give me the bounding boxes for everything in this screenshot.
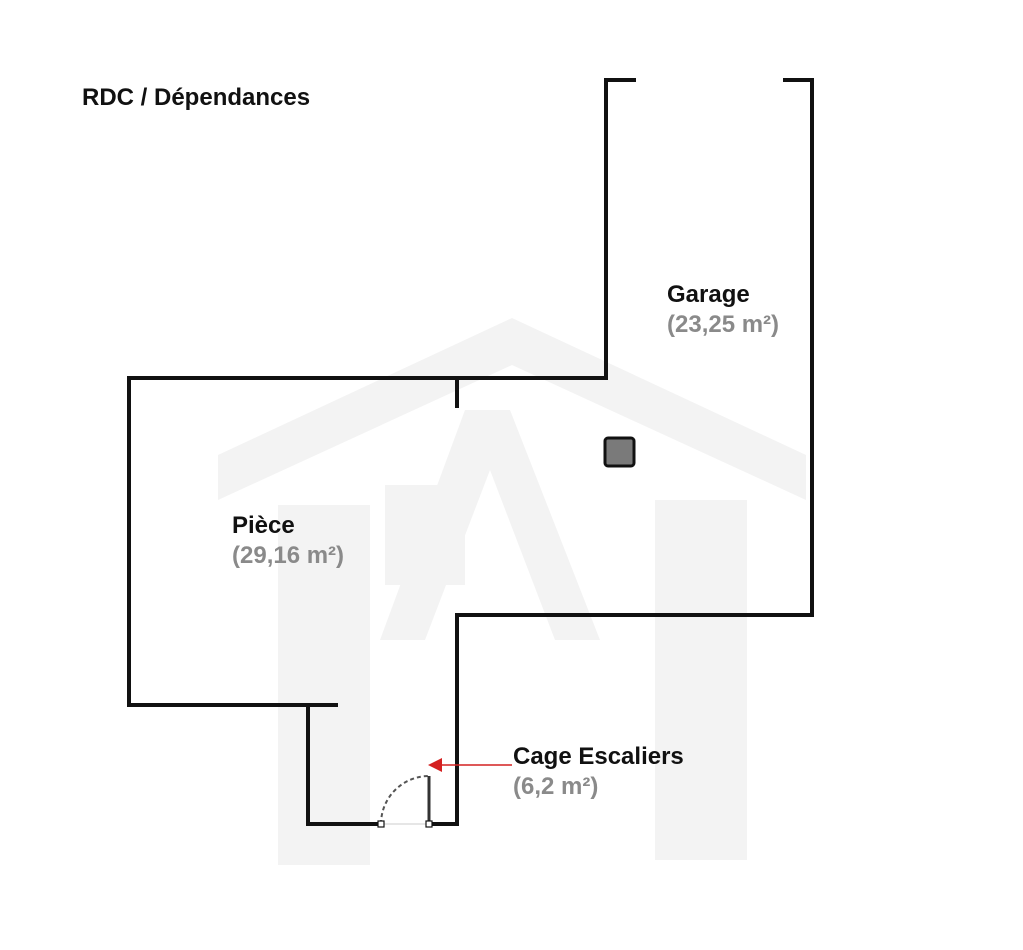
watermark-logo-icon: [218, 318, 806, 865]
walls: [127, 78, 814, 826]
room-area: (23,25 m²): [667, 311, 780, 338]
room-area: (29,16 m²): [232, 542, 345, 569]
room-name: Pièce: [232, 512, 295, 539]
pillar-icon: [603, 436, 636, 468]
room-cage-escaliers: Cage Escaliers (6,2 m²): [513, 742, 684, 802]
piece-wall: [127, 376, 608, 707]
stair-door-icon: [377, 775, 433, 828]
garage-top-left-wall: [604, 78, 636, 380]
stair-left-wall: [306, 703, 383, 826]
room-area: (6,2 m²): [513, 773, 599, 800]
room-name: Cage Escaliers: [513, 743, 684, 770]
room-name: Garage: [667, 281, 750, 308]
garage-top-right-wall: [427, 78, 814, 826]
arrow-icon: [428, 758, 512, 772]
room-garage: Garage (23,25 m²): [667, 280, 779, 340]
room-piece: Pièce (29,16 m²): [232, 511, 344, 571]
plan-title: RDC / Dépendances: [82, 84, 311, 111]
